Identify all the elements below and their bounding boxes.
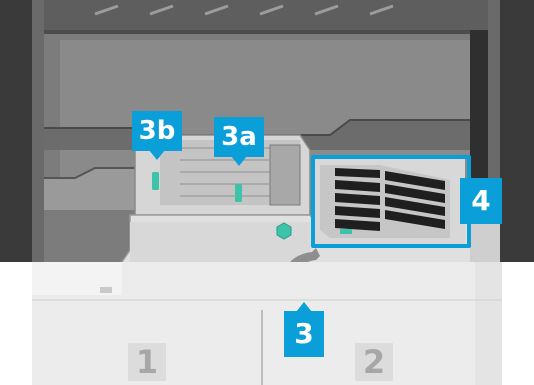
callout-3: 3 — [284, 311, 324, 357]
lever-3b-icon[interactable] — [152, 172, 159, 190]
callout-3a: 3a — [214, 117, 264, 157]
left-side-panel — [0, 0, 32, 262]
output-tray-highlight — [311, 155, 471, 248]
callout-4: 4 — [460, 178, 502, 224]
lever-3a-icon[interactable] — [235, 184, 242, 202]
drawer-2-number: 2 — [355, 343, 393, 381]
callout-3b: 3b — [132, 111, 182, 151]
knob-icon[interactable] — [277, 223, 291, 239]
right-side-panel — [500, 0, 534, 262]
drawer-1-number: 1 — [128, 343, 166, 381]
